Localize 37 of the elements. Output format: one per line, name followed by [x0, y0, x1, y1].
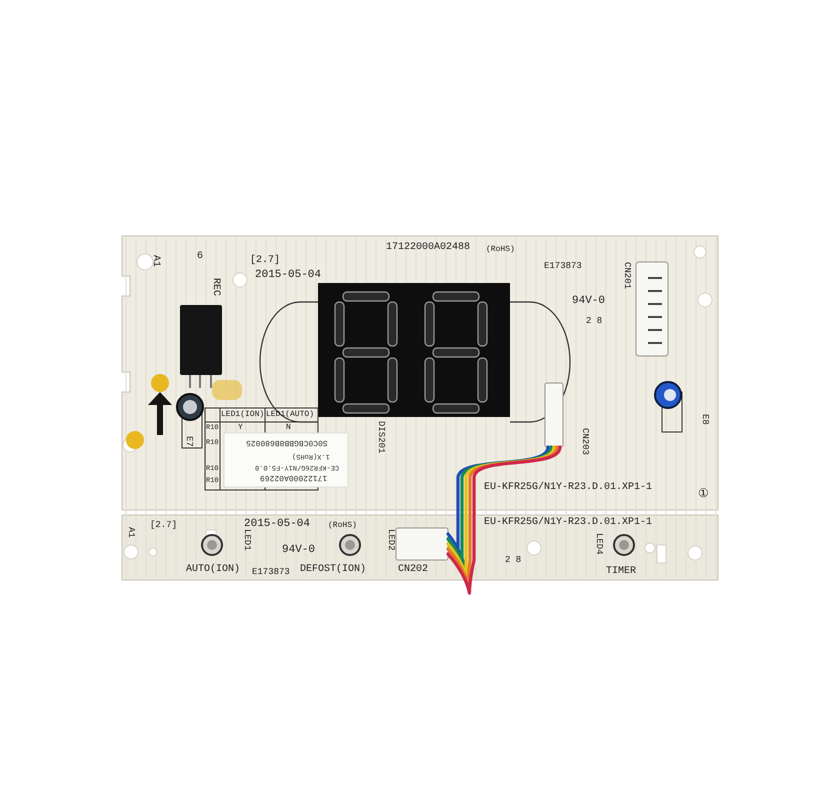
table-value: N	[286, 424, 291, 432]
part-number: EU-KFR25G/N1Y-R23.D.01.XP1-1	[484, 518, 652, 528]
table-heading: LED1(ION)	[221, 411, 264, 419]
part-number: 17122000A02488	[386, 243, 470, 253]
led-function-label: DEFOST(ION)	[300, 565, 366, 575]
sticker-text: 17122000A02269	[260, 473, 328, 481]
rohs-mark: (RoHS)	[486, 246, 515, 254]
part-designator: E7	[184, 436, 193, 447]
led-function-label: TIMER	[606, 567, 636, 577]
pin-marker: A1	[150, 255, 160, 268]
led-function-label: AUTO(ION)	[186, 565, 240, 575]
part-designator: E8	[700, 414, 709, 425]
part-number: EU-KFR25G/N1Y-R23.D.01.XP1-1	[484, 483, 652, 493]
part-designator: CN201	[622, 262, 631, 290]
version-label: [2.7]	[250, 256, 280, 266]
pin-number: 6	[197, 252, 204, 262]
date-code: 2015-05-04	[244, 519, 310, 530]
pin-marker: A1	[126, 527, 135, 538]
flammability-rating: 94V-0	[282, 545, 316, 556]
part-designator: CN203	[580, 428, 589, 456]
file-number: E173873	[252, 568, 290, 577]
table-value: Y	[238, 424, 243, 432]
part-designator: LED1	[242, 529, 251, 551]
part-designator: LED2	[386, 529, 395, 551]
file-number: E173873	[544, 262, 582, 271]
flammability-rating: 94V-0	[572, 296, 606, 307]
sticker-text: S0C0CBGBB8B680025	[246, 438, 328, 446]
part-designator: DIS201	[376, 421, 385, 454]
date-code: 2015-05-04	[255, 270, 322, 281]
date-code: 2 8	[586, 317, 602, 326]
version-label: [2.7]	[150, 521, 178, 530]
part-designator: CN202	[398, 565, 428, 575]
revision-mark: ①	[698, 488, 709, 500]
rohs-mark: (RoHS)	[328, 522, 357, 530]
part-designator: LED4	[594, 533, 603, 555]
part-designator: REC	[210, 278, 220, 296]
date-code: 2 8	[505, 556, 522, 565]
